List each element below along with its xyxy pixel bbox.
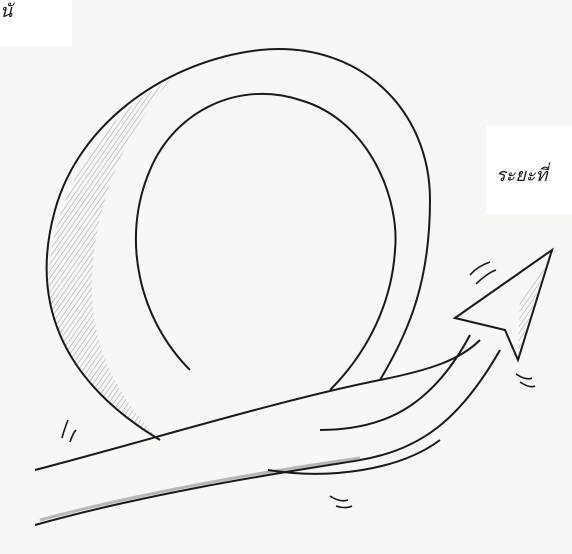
arrow-head (455, 250, 552, 360)
loop-shading (49, 80, 170, 440)
top-left-label-box: นั (0, 0, 72, 46)
right-label: ระยะที่ (496, 166, 547, 184)
right-label-box: ระยะที่ (486, 126, 572, 214)
loop-inner-edge (136, 94, 396, 390)
arrow-mid-stroke (320, 335, 470, 430)
top-left-label: นั (0, 2, 12, 20)
